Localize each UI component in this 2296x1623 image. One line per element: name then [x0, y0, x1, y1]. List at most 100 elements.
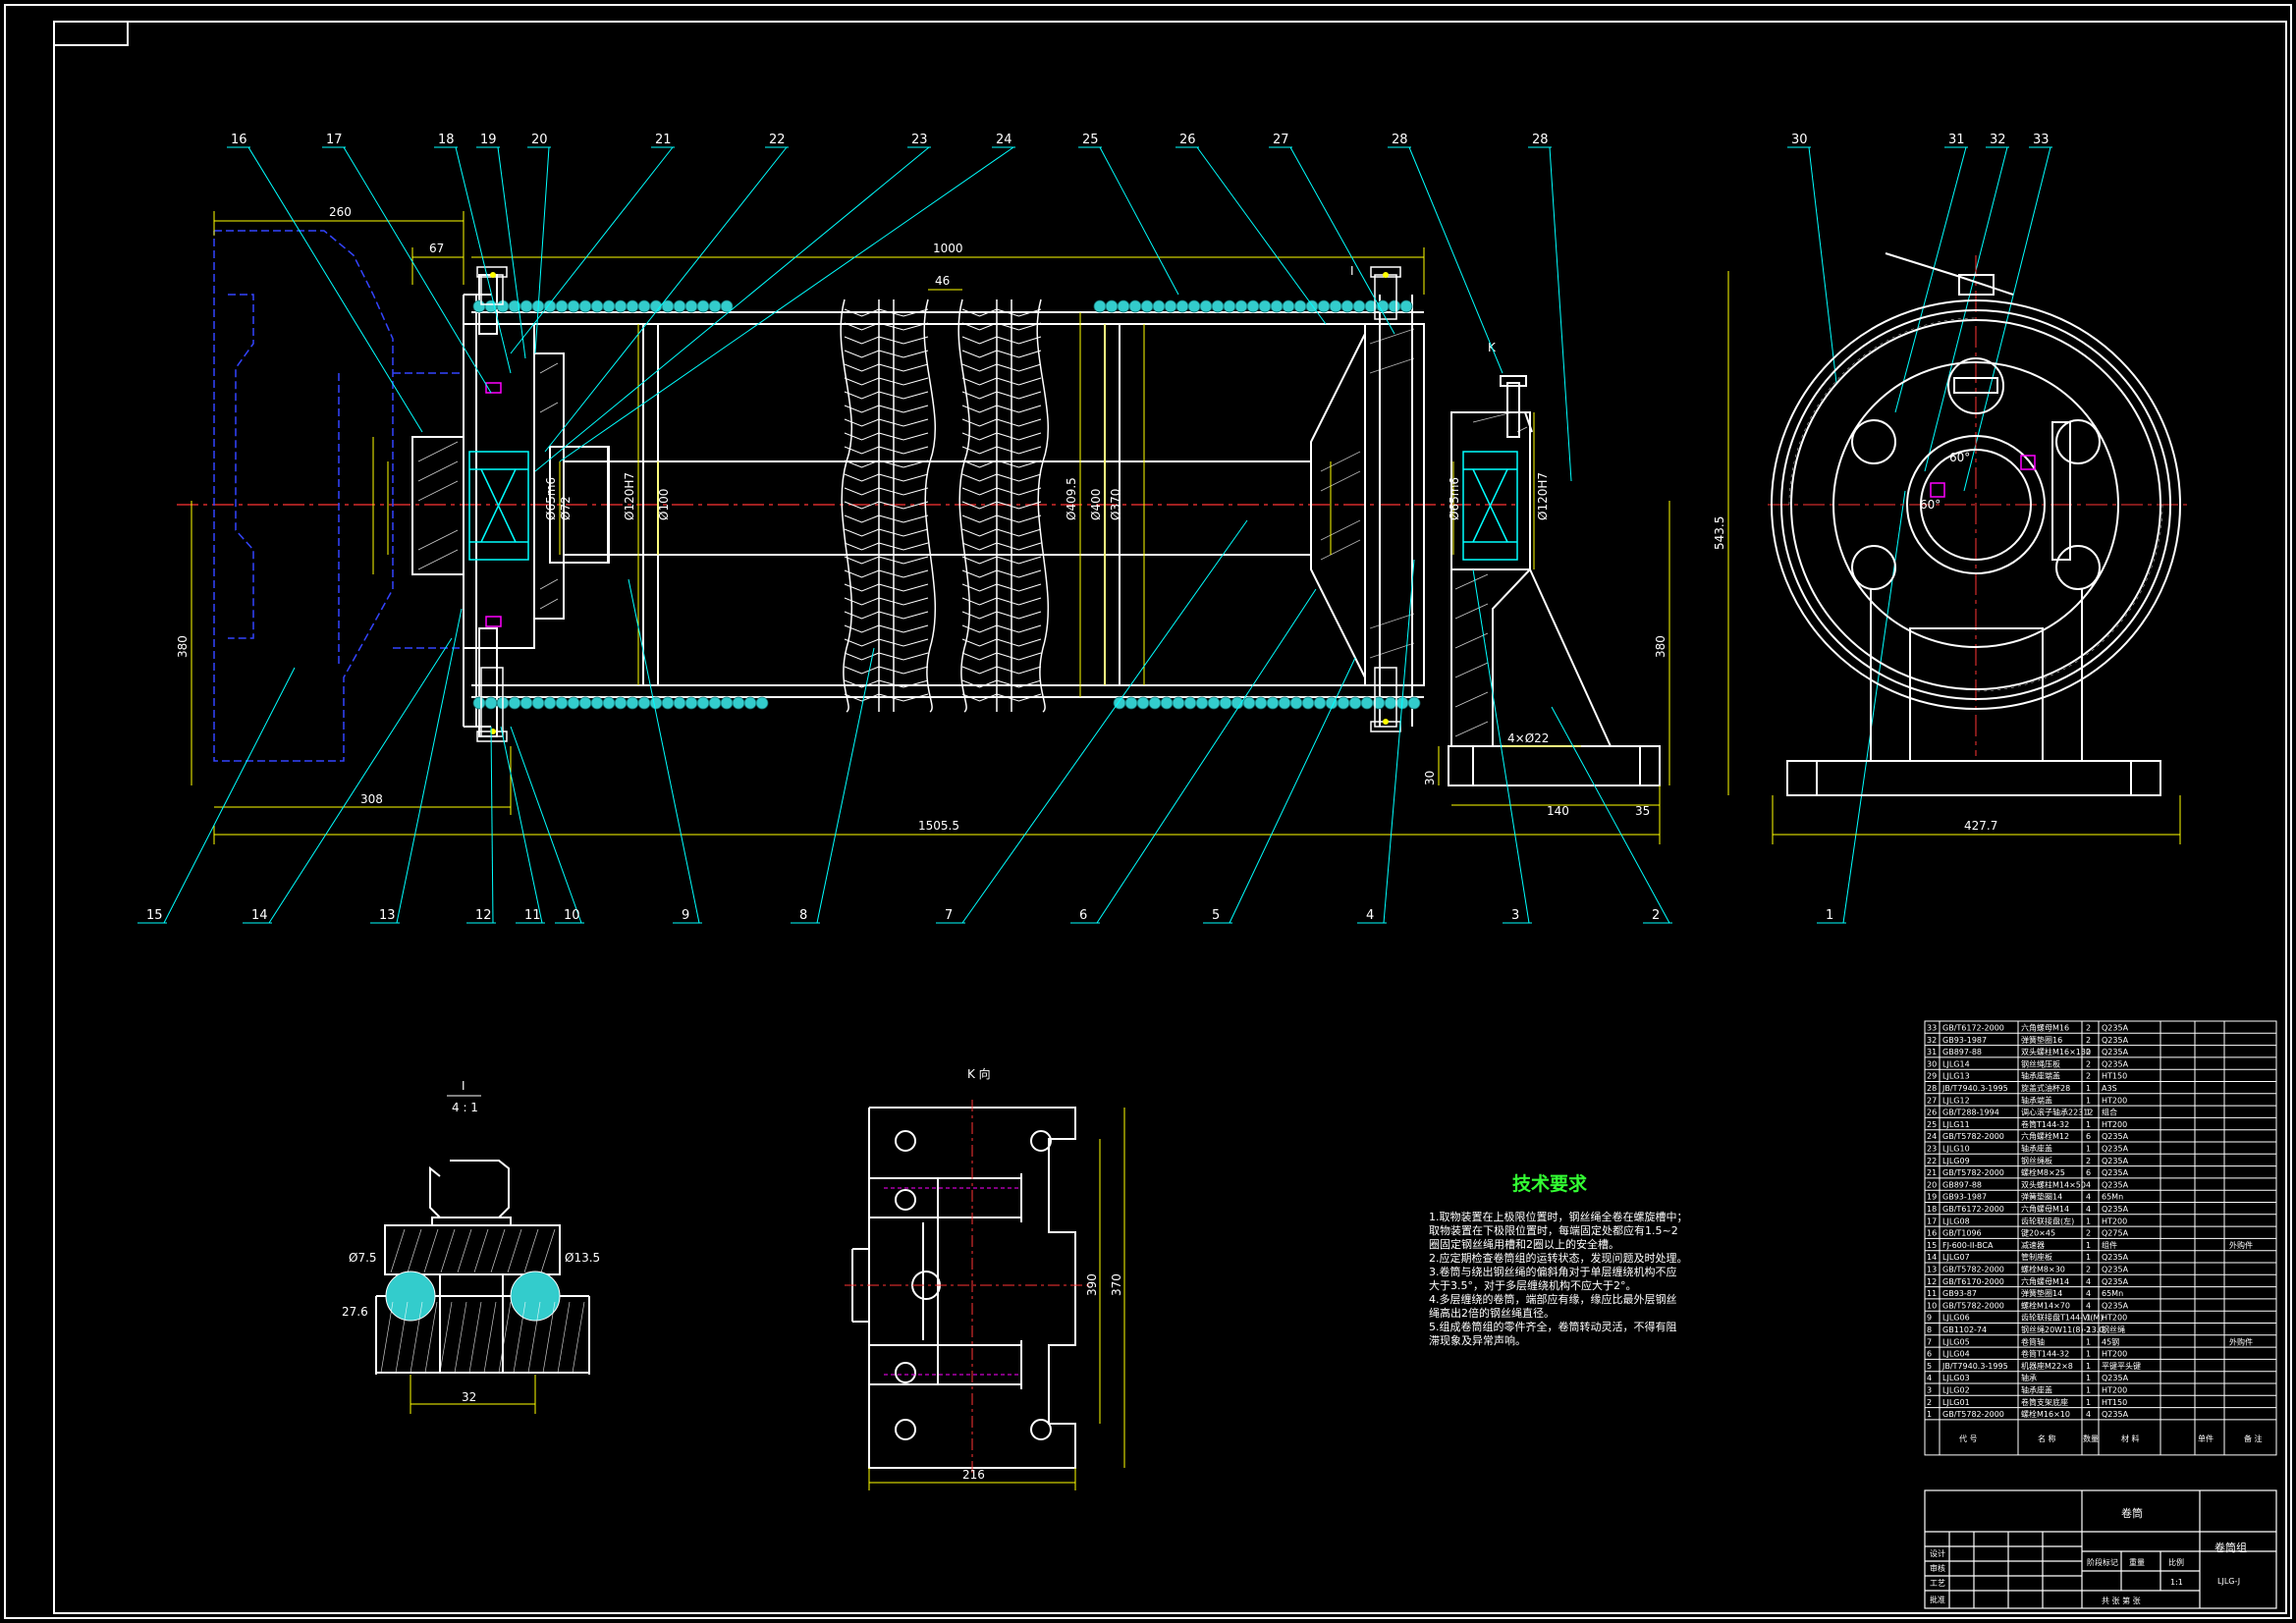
bom-cell: 1 — [2086, 1253, 2091, 1262]
rope-layer-stroke — [996, 391, 1042, 400]
rope-coil — [1266, 696, 1280, 710]
rope-layer-stroke — [844, 460, 880, 468]
rope-layer-stroke — [961, 418, 998, 427]
rope-layer-stroke — [996, 405, 1042, 413]
rope-layer-stroke — [844, 363, 880, 372]
bom-cell: 2 — [2086, 1059, 2091, 1068]
bom-cell: 21 — [1927, 1168, 1937, 1177]
bom-cell: Q235A — [2102, 1205, 2129, 1214]
bom-cell: GB/T1096 — [1942, 1229, 1982, 1238]
bom-cell: 六角螺母M14 — [2021, 1276, 2069, 1286]
callout-label-top: 28 — [1532, 133, 1549, 147]
rope-layer-stroke — [878, 405, 929, 413]
bom-cell: 32 — [1927, 1036, 1937, 1045]
bom-cell: Q235A — [2102, 1180, 2129, 1189]
bom-cell: 16 — [1927, 1229, 1937, 1238]
title-sheets: 共 张 第 张 — [2102, 1596, 2141, 1605]
detail-scale: 4 : 1 — [452, 1101, 478, 1114]
hatch-line — [439, 1301, 453, 1374]
rope-coil — [1164, 299, 1177, 313]
bom-cell: 组合 — [2102, 1108, 2117, 1117]
hatch-line — [407, 1228, 422, 1273]
callout-leader — [343, 146, 492, 394]
side-view: 543.5 427.7 60° 60° — [1713, 252, 2190, 844]
k-view-title: K 向 — [967, 1066, 991, 1081]
bom-cell: 1 — [2086, 1398, 2091, 1407]
bom-cell: 1 — [2086, 1217, 2091, 1225]
bom-cell: 2 — [2086, 1036, 2091, 1045]
rope-layer-stroke — [844, 693, 880, 702]
bom-cell: 六角螺母M16 — [2021, 1023, 2069, 1033]
rope-coil — [1352, 299, 1366, 313]
rope-coil — [1195, 696, 1209, 710]
rope-coil — [637, 696, 651, 710]
bom-cell: LJLG13 — [1942, 1072, 1970, 1081]
bom-cell: GB897-88 — [1942, 1180, 1982, 1189]
callout-label-top: 20 — [531, 133, 548, 147]
rope-coil — [1337, 696, 1350, 710]
bom-cell: Q235A — [2102, 1157, 2129, 1165]
rope-coil — [578, 299, 592, 313]
callout-leader — [1472, 568, 1530, 924]
rope-coil — [1136, 696, 1150, 710]
rope-layer-stroke — [844, 487, 880, 496]
rope-coil — [1211, 299, 1225, 313]
rope-layer-stroke — [996, 336, 1042, 345]
rope-layer-stroke — [996, 432, 1042, 441]
bom-cell: Q235A — [2102, 1024, 2129, 1033]
rope-coil — [1348, 696, 1362, 710]
dim-d65m6-right: Ø65m6 — [1448, 477, 1461, 520]
rope-layer-stroke — [878, 391, 929, 400]
callout-label-top: 27 — [1273, 133, 1289, 147]
rope-layer-stroke — [878, 487, 929, 496]
bom-cell: 13 — [1927, 1266, 1937, 1274]
rope-coil — [543, 299, 557, 313]
title-drawing-name: 卷筒组 — [2214, 1541, 2247, 1554]
rope-layer-stroke — [996, 693, 1042, 702]
hatch-line — [490, 1228, 506, 1273]
bom-cell: 六角螺栓M12 — [2021, 1131, 2069, 1141]
bom-cell: 8 — [1927, 1325, 1932, 1334]
dim-380-left: 380 — [176, 635, 190, 658]
bom-cell: 11 — [1927, 1289, 1937, 1298]
bom-cell: 31 — [1927, 1048, 1937, 1056]
requirement-line: 1.取物装置在上极限位置时，钢丝绳全卷在螺旋槽中； — [1429, 1210, 1688, 1223]
hatch-line — [440, 1228, 456, 1273]
sheet-border — [4, 4, 2292, 1619]
rope-coil — [1340, 299, 1354, 313]
hatch-line — [424, 1301, 438, 1374]
bom-cell: HT200 — [2102, 1217, 2127, 1225]
callout-label-bottom: 9 — [682, 908, 689, 923]
reducer-hidden-outline — [213, 230, 464, 762]
shaft-end-hatch — [1320, 328, 1415, 659]
bom-cell: LJLG06 — [1942, 1314, 1970, 1323]
rope-coil — [1148, 696, 1162, 710]
bom-cell: 9 — [1927, 1314, 1932, 1323]
hatch-line — [473, 1228, 489, 1273]
rope-coil — [1329, 299, 1342, 313]
bom-cell: 4 — [2086, 1410, 2091, 1419]
bom-cell: 轴承座盖 — [2021, 1385, 2052, 1395]
rope-coil — [1117, 299, 1130, 313]
bom-cell: 1 — [2086, 1314, 2091, 1323]
callout-leader — [268, 637, 453, 924]
hatch-line — [557, 1301, 571, 1374]
rope-coil — [1270, 299, 1284, 313]
bom-cell: HT150 — [2102, 1072, 2127, 1081]
bom-cell: 机器座M22×8 — [2021, 1361, 2073, 1371]
rope-layer-stroke — [961, 460, 998, 468]
title-stage: 阶段标记 — [2087, 1557, 2118, 1567]
bom-cell: 19 — [1927, 1193, 1937, 1202]
dim-d72: Ø72 — [559, 496, 573, 520]
bom-cell: 1 — [2086, 1084, 2091, 1093]
bom-cell: HT150 — [2102, 1398, 2127, 1407]
rope-layer-stroke — [961, 693, 998, 702]
title-process: 工艺 — [1930, 1579, 1945, 1588]
rope-layer-stroke — [961, 432, 998, 441]
bom-cell: 卷筒T144-32 — [2021, 1119, 2069, 1129]
rope-layer-stroke — [878, 624, 929, 633]
detail-view-i: I 4 : 1 32 Ø13.5 Ø7.5 27.6 — [342, 1079, 600, 1414]
title-weight: 重量 — [2129, 1557, 2145, 1567]
